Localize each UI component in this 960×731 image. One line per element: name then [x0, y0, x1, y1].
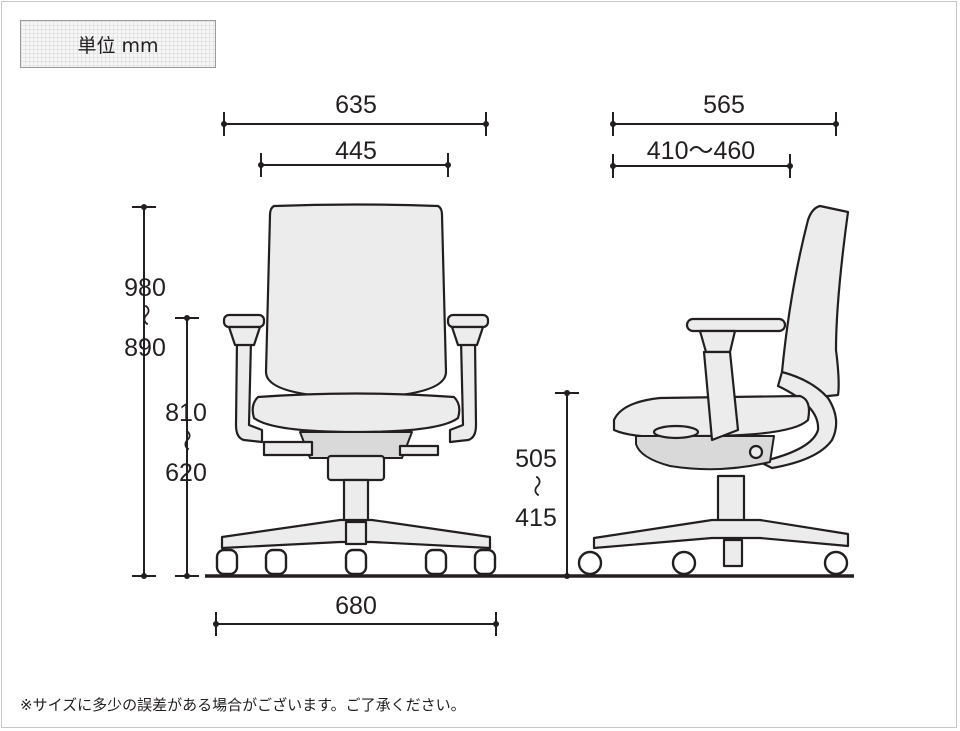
dimension-lines [132, 112, 839, 636]
dim-seat-depth: 410〜460 [647, 137, 755, 165]
front-mechanism [299, 431, 413, 459]
side-mechanism [635, 435, 775, 471]
front-caster-2 [264, 548, 288, 576]
side-knob [748, 444, 764, 460]
side-caster-2 [671, 550, 697, 576]
front-caster-5 [473, 548, 497, 576]
front-arm-joint-right [450, 325, 485, 347]
dim-arm-height-min: 620 [165, 459, 207, 487]
side-base-hub [722, 538, 744, 568]
side-gas-cylinder [716, 474, 746, 524]
side-caster-1 [577, 550, 603, 576]
side-view-chair [577, 204, 850, 576]
side-arm-post [702, 350, 740, 442]
unit-label: 単位 mm [77, 34, 159, 57]
side-casters [577, 550, 849, 576]
side-caster-3 [823, 550, 849, 576]
dim-height-max: 980 [124, 274, 166, 302]
side-armpad [685, 317, 787, 333]
side-lever [652, 424, 700, 440]
dim-seat-width: 445 [335, 137, 377, 165]
dim-overall-width: 635 [335, 91, 377, 119]
side-back-support [758, 370, 838, 470]
dim-seat-height-range-mark: 〜 [523, 475, 548, 497]
front-casters [215, 548, 497, 576]
dim-height-min: 890 [124, 334, 166, 362]
unit-label-box: 単位 mm [20, 20, 216, 68]
front-seat [251, 392, 461, 434]
side-arm-joint [698, 329, 737, 354]
front-view-chair [215, 203, 497, 576]
front-caster-3 [344, 548, 368, 576]
front-arm-joint-left [227, 325, 262, 347]
front-armpad-left [222, 313, 266, 329]
dim-height-range-mark: 〜 [132, 304, 157, 326]
front-backrest [264, 203, 448, 400]
front-armpad-right [446, 313, 490, 329]
dim-arm-height-max: 810 [165, 399, 207, 427]
dim-arm-height-range-mark: 〜 [173, 429, 198, 451]
side-base [592, 518, 850, 550]
front-lever-left [262, 440, 314, 457]
dim-overall-depth: 565 [703, 91, 745, 119]
size-disclaimer-note: ※サイズに多少の誤差がある場合がございます。ご了承ください。 [20, 696, 466, 714]
front-armrest-right [448, 338, 478, 444]
front-caster-4 [424, 548, 448, 576]
dim-seat-height-min: 415 [515, 504, 557, 532]
front-lever-right [398, 444, 440, 457]
front-base-hub [344, 520, 368, 546]
front-armrest-left [234, 338, 264, 444]
front-gas-cylinder-head [326, 454, 386, 482]
dim-seat-height-max: 505 [515, 445, 557, 473]
front-caster-1 [215, 548, 239, 576]
front-gas-cylinder [342, 478, 370, 524]
side-backrest [780, 204, 850, 400]
dim-base-width: 680 [335, 592, 377, 620]
